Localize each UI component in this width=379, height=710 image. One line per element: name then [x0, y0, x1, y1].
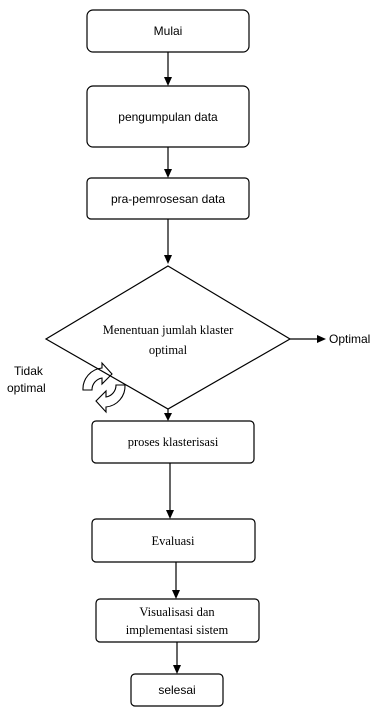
- arrowhead: [164, 77, 172, 86]
- arrowhead: [172, 590, 180, 599]
- arrowhead: [164, 169, 172, 178]
- end-label: selesai: [158, 683, 195, 697]
- preprocess-label: pra-pemrosesan data: [111, 192, 225, 206]
- clustering-label: proses klasterisasi: [128, 435, 219, 449]
- start-label: Mulai: [154, 24, 183, 38]
- arrowhead: [317, 335, 326, 343]
- not-optimal-label-line1: Tidak: [14, 364, 44, 378]
- evaluation-node: [91, 518, 256, 563]
- evaluation-label: Evaluasi: [151, 534, 195, 548]
- arrowhead: [164, 255, 172, 264]
- decision-label-line1: Menentuan jumlah klaster: [103, 323, 234, 337]
- optimal-label: Optimal: [329, 332, 370, 346]
- arrowhead: [173, 665, 181, 674]
- clustering-node: [91, 420, 255, 464]
- decision-label-line2: optimal: [149, 343, 188, 357]
- cycle-arrows-icon: [82, 361, 126, 414]
- visualization-label-line1: Visualisasi dan: [139, 605, 215, 619]
- visualization-label-line2: implementasi sistem: [126, 623, 229, 637]
- arrowhead: [166, 510, 174, 519]
- end-node: [130, 673, 224, 707]
- collect-label: pengumpulan data: [118, 110, 218, 124]
- arrowhead: [164, 413, 172, 421]
- not-optimal-label-line2: optimal: [7, 381, 46, 395]
